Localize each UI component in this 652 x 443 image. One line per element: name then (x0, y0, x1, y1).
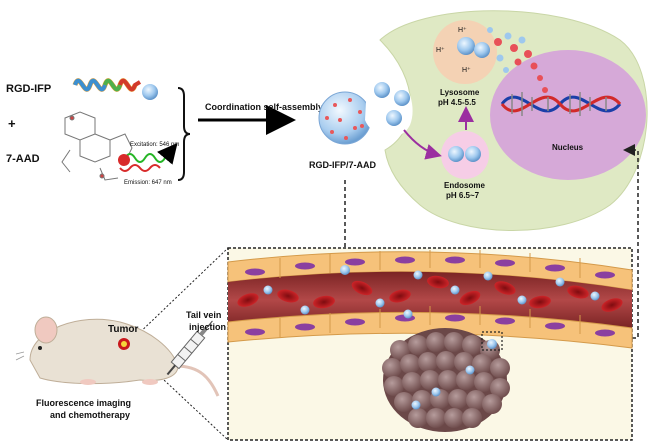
endosome-label: Endosome (444, 181, 485, 190)
zoom-box (481, 331, 503, 351)
nucleus: Nucleus (490, 50, 646, 180)
nanoparticle-icon (457, 37, 475, 55)
mouse-icon (15, 316, 220, 397)
nanoparticle-icon (386, 110, 402, 126)
excitation-arrow (157, 142, 178, 165)
syringe-icon (166, 320, 213, 376)
emission-wave (119, 164, 161, 172)
released-particles (487, 27, 548, 93)
materials-group: RGD-IFP + 7-AAD Excitation: 546 nm Em (6, 78, 179, 186)
endosome-ph: pH 6.5~7 (446, 191, 480, 200)
red-blood-cells (237, 275, 623, 312)
dna-helix-icon (500, 92, 622, 116)
complex-label: RGD-IFP/7-AAD (309, 160, 376, 170)
excitation-wave (124, 153, 166, 163)
dye-dot (118, 154, 130, 166)
nanoparticle-icon (474, 42, 490, 58)
nanoparticle-icon (394, 90, 410, 106)
complex-nanoparticle (318, 91, 372, 145)
nanoparticle-icon (374, 82, 390, 98)
endothelial-dividers (279, 250, 581, 338)
rgd-ifp-label: RGD-IFP (6, 83, 51, 95)
lysosome: H⁺ H⁺ H⁺ (433, 20, 497, 84)
grouping-brace (177, 87, 191, 181)
h-plus-1: H⁺ (458, 27, 467, 34)
coordination-label: Coordination self-assembly (205, 102, 323, 112)
uptake-arrow (403, 129, 442, 160)
h-plus-3: H⁺ (462, 67, 471, 74)
lysosome-label: Lysosome (440, 88, 480, 97)
fluorescence-label-2: and chemotherapy (50, 410, 130, 420)
nanoparticle-icon (448, 146, 464, 162)
lysosome-ph: pH 4.5-5.5 (438, 98, 476, 107)
tumor-mass (382, 328, 510, 432)
emission-label: Emission: 647 nm (124, 180, 172, 186)
tumor-label: Tumor (108, 324, 138, 335)
nanoparticle-icon (142, 84, 158, 100)
excitation-label: Excitation: 546 nm (130, 142, 179, 148)
endosome (441, 131, 489, 179)
nucleus-label: Nucleus (552, 143, 584, 152)
h-plus-2: H⁺ (436, 47, 445, 54)
plus-sign: + (8, 116, 16, 131)
fluorescence-label-1: Fluorescence imaging (36, 398, 131, 408)
tail-vein-label-2: injection (189, 322, 226, 332)
tail-vein-label-1: Tail vein (186, 310, 221, 320)
seven-aad-label: 7-AAD (6, 153, 40, 165)
nanoparticle-icon (465, 146, 481, 162)
vessel-nanoparticles (263, 265, 600, 319)
protein-ribbon-icon (72, 78, 142, 92)
